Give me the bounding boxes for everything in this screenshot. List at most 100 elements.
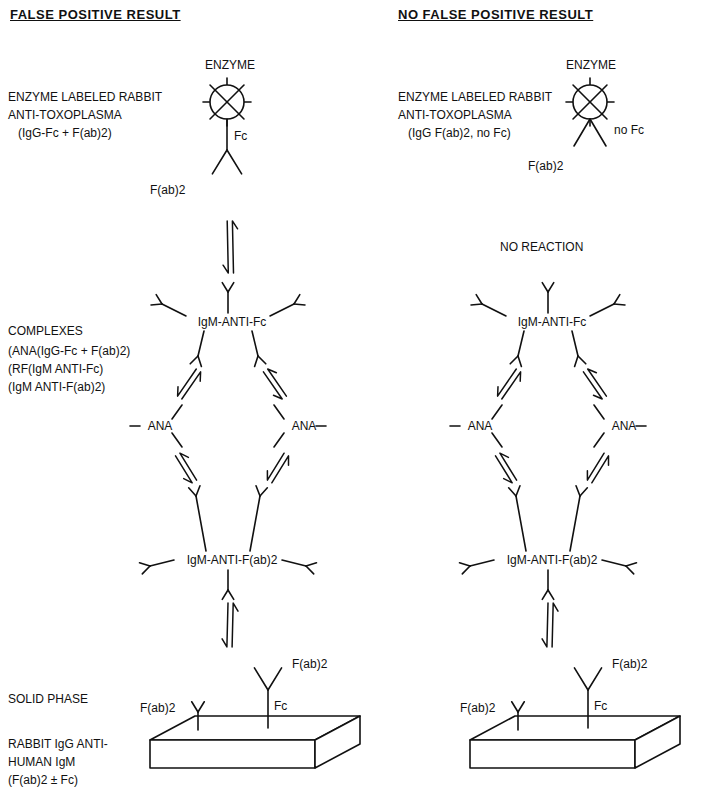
igm-arm bbox=[294, 303, 305, 306]
igm-arm bbox=[518, 331, 524, 356]
igm-arm bbox=[482, 304, 506, 316]
igm-arm bbox=[222, 590, 228, 599]
reagent-label: (F(ab)2 ± Fc) bbox=[8, 771, 78, 789]
igm-arm bbox=[190, 356, 198, 364]
igm-arm bbox=[626, 563, 636, 566]
ana-antibody: ANA bbox=[128, 400, 192, 452]
labeled-antibody bbox=[226, 119, 228, 150]
equilibrium-arrow bbox=[496, 453, 517, 483]
igm-arm bbox=[151, 303, 162, 306]
solid-phase-antibody bbox=[267, 690, 269, 728]
section-label: SOLID PHASE bbox=[8, 690, 88, 708]
igm-arm bbox=[509, 488, 516, 496]
equilibrium-arrow bbox=[178, 369, 201, 399]
equilibrium-arrow bbox=[267, 453, 288, 483]
equilibrium-arrow bbox=[587, 453, 608, 483]
node-label: IgM-ANTI-Fc bbox=[136, 314, 328, 330]
igm-pentamer: IgM-ANTI-Fc bbox=[136, 276, 328, 368]
igm-arm bbox=[227, 570, 229, 590]
enzyme-spoke bbox=[578, 90, 602, 114]
igm-arm bbox=[614, 295, 620, 304]
igm-arm bbox=[516, 486, 520, 496]
solid-phase-antibody bbox=[254, 668, 268, 690]
solid-phase-antibody bbox=[512, 702, 518, 712]
node-label: Fc bbox=[594, 698, 607, 714]
node-label: ANA bbox=[128, 418, 192, 434]
panel-heading: FALSE POSITIVE RESULT bbox=[10, 6, 181, 24]
plate-side bbox=[315, 716, 360, 768]
igm-arm bbox=[548, 283, 554, 292]
complex-item: (ANA(IgG-Fc + F(ab)2) bbox=[8, 342, 130, 360]
igm-arm bbox=[258, 356, 266, 364]
solid-phase-antibody bbox=[587, 690, 589, 728]
ana-arm bbox=[594, 405, 604, 419]
equilibrium-arrow bbox=[222, 603, 238, 647]
panel-heading: NO FALSE POSITIVE RESULT bbox=[398, 6, 593, 24]
igm-arm bbox=[516, 496, 526, 551]
reagent-label: (IgG-Fc + F(ab)2) bbox=[18, 124, 112, 142]
ana-arm bbox=[274, 405, 284, 419]
ana-antibody: ANA bbox=[592, 400, 656, 452]
node-label: Fc bbox=[274, 698, 287, 714]
solid-phase-antibody bbox=[588, 668, 602, 690]
solid-phase-antibody bbox=[574, 668, 588, 690]
section-label: COMPLEXES bbox=[8, 322, 83, 340]
igm-arm bbox=[162, 304, 186, 316]
enzyme-circle bbox=[573, 85, 607, 119]
equilibrium-arrow bbox=[583, 369, 606, 399]
igm-arm bbox=[306, 563, 316, 566]
solid-phase-antibody bbox=[192, 702, 198, 712]
reagent-label: (IgG F(ab)2, no Fc) bbox=[408, 124, 511, 142]
ana-arm bbox=[450, 425, 460, 427]
ana-arm bbox=[594, 433, 604, 447]
igm-arm bbox=[518, 356, 521, 366]
igm-arm bbox=[602, 560, 626, 566]
node-label: F(ab)2 bbox=[292, 656, 327, 672]
node-label: IgM-ANTI-F(ab)2 bbox=[456, 552, 648, 568]
igm-arm bbox=[547, 292, 549, 313]
igm-arm bbox=[578, 356, 586, 364]
ana-arm bbox=[492, 433, 502, 447]
igm-arm bbox=[542, 590, 548, 599]
complex-item: (RF(IgM ANTI-Fc) bbox=[8, 360, 103, 378]
node-label: no Fc bbox=[614, 122, 644, 138]
igm-arm bbox=[260, 488, 267, 496]
igm-pentamer: IgM-ANTI-F(ab)2 bbox=[136, 484, 328, 600]
igm-arm bbox=[252, 331, 258, 356]
labeled-fab bbox=[574, 119, 590, 146]
result-note: NO REACTION bbox=[500, 238, 583, 256]
node-label: IgM-ANTI-Fc bbox=[456, 314, 648, 330]
equilibrium-arrow bbox=[542, 603, 558, 647]
igm-arm bbox=[156, 295, 162, 304]
igm-arm bbox=[250, 496, 260, 551]
igm-arm bbox=[228, 283, 234, 292]
igm-arm bbox=[222, 283, 228, 292]
equilibrium-arrow bbox=[263, 369, 286, 399]
ana-arm bbox=[636, 425, 646, 427]
solid-phase-antibody bbox=[198, 702, 204, 712]
node-label: F(ab)2 bbox=[150, 182, 185, 198]
igm-arm bbox=[255, 356, 258, 366]
equilibrium-arrow bbox=[498, 369, 521, 399]
igm-arm bbox=[150, 560, 174, 566]
igm-arm bbox=[294, 295, 300, 304]
node-label: F(ab)2 bbox=[612, 656, 647, 672]
complex-item: (IgM ANTI-F(ab)2) bbox=[8, 378, 105, 396]
igm-arm bbox=[227, 292, 229, 313]
enzyme-spoke bbox=[578, 90, 602, 114]
node-label: IgM-ANTI-F(ab)2 bbox=[136, 552, 328, 568]
igm-pentamer: IgM-ANTI-Fc bbox=[456, 276, 648, 368]
igm-arm bbox=[614, 303, 625, 306]
ana-arm bbox=[172, 433, 182, 447]
ana-arm bbox=[274, 433, 284, 447]
plate-side bbox=[635, 716, 680, 768]
ana-antibody: ANA bbox=[272, 400, 336, 452]
node-label: F(ab)2 bbox=[528, 158, 563, 174]
ana-antibody: ANA bbox=[448, 400, 512, 452]
igm-arm bbox=[198, 356, 201, 366]
igm-arm bbox=[576, 486, 580, 496]
node-label: ANA bbox=[448, 418, 512, 434]
labeled-fab bbox=[590, 119, 606, 146]
igm-arm bbox=[270, 304, 294, 316]
